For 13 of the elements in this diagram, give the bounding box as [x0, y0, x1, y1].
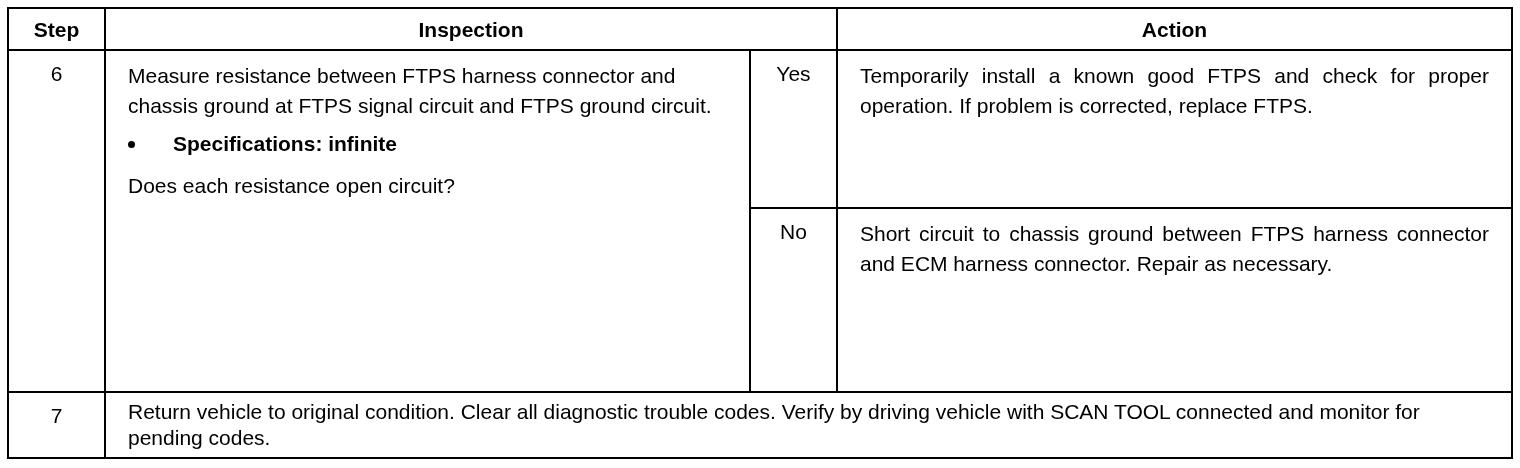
column-header: Step	[32, 17, 81, 43]
paragraph: Return vehicle to original condition. Clear all diagnostic trouble codes. Verify by driving vehicle with SCAN TOOL connected and monitor for pending codes.	[128, 399, 1421, 451]
step-number: 7	[49, 403, 64, 429]
question-text: Does each resistance open circuit?	[128, 173, 456, 199]
step-number: 6	[49, 61, 64, 87]
answer-label: Yes	[775, 61, 812, 87]
paragraph: Temporarily install a known good FTPS and check for proper operation. If problem is corrected, replace FTPS.	[860, 63, 1489, 119]
specification-text: Specifications: infinite	[173, 131, 398, 157]
answer-label: No	[779, 219, 808, 245]
column-header: Inspection	[417, 17, 525, 43]
paragraph: Measure resistance between FTPS harness connector and chassis ground at FTPS signal circuit and FTPS ground circuit.	[128, 63, 713, 119]
paragraph: Short circuit to chassis ground between FTPS harness connector and ECM harness connector. Repair as necessary.	[860, 221, 1489, 277]
column-header: Action	[1140, 17, 1209, 43]
